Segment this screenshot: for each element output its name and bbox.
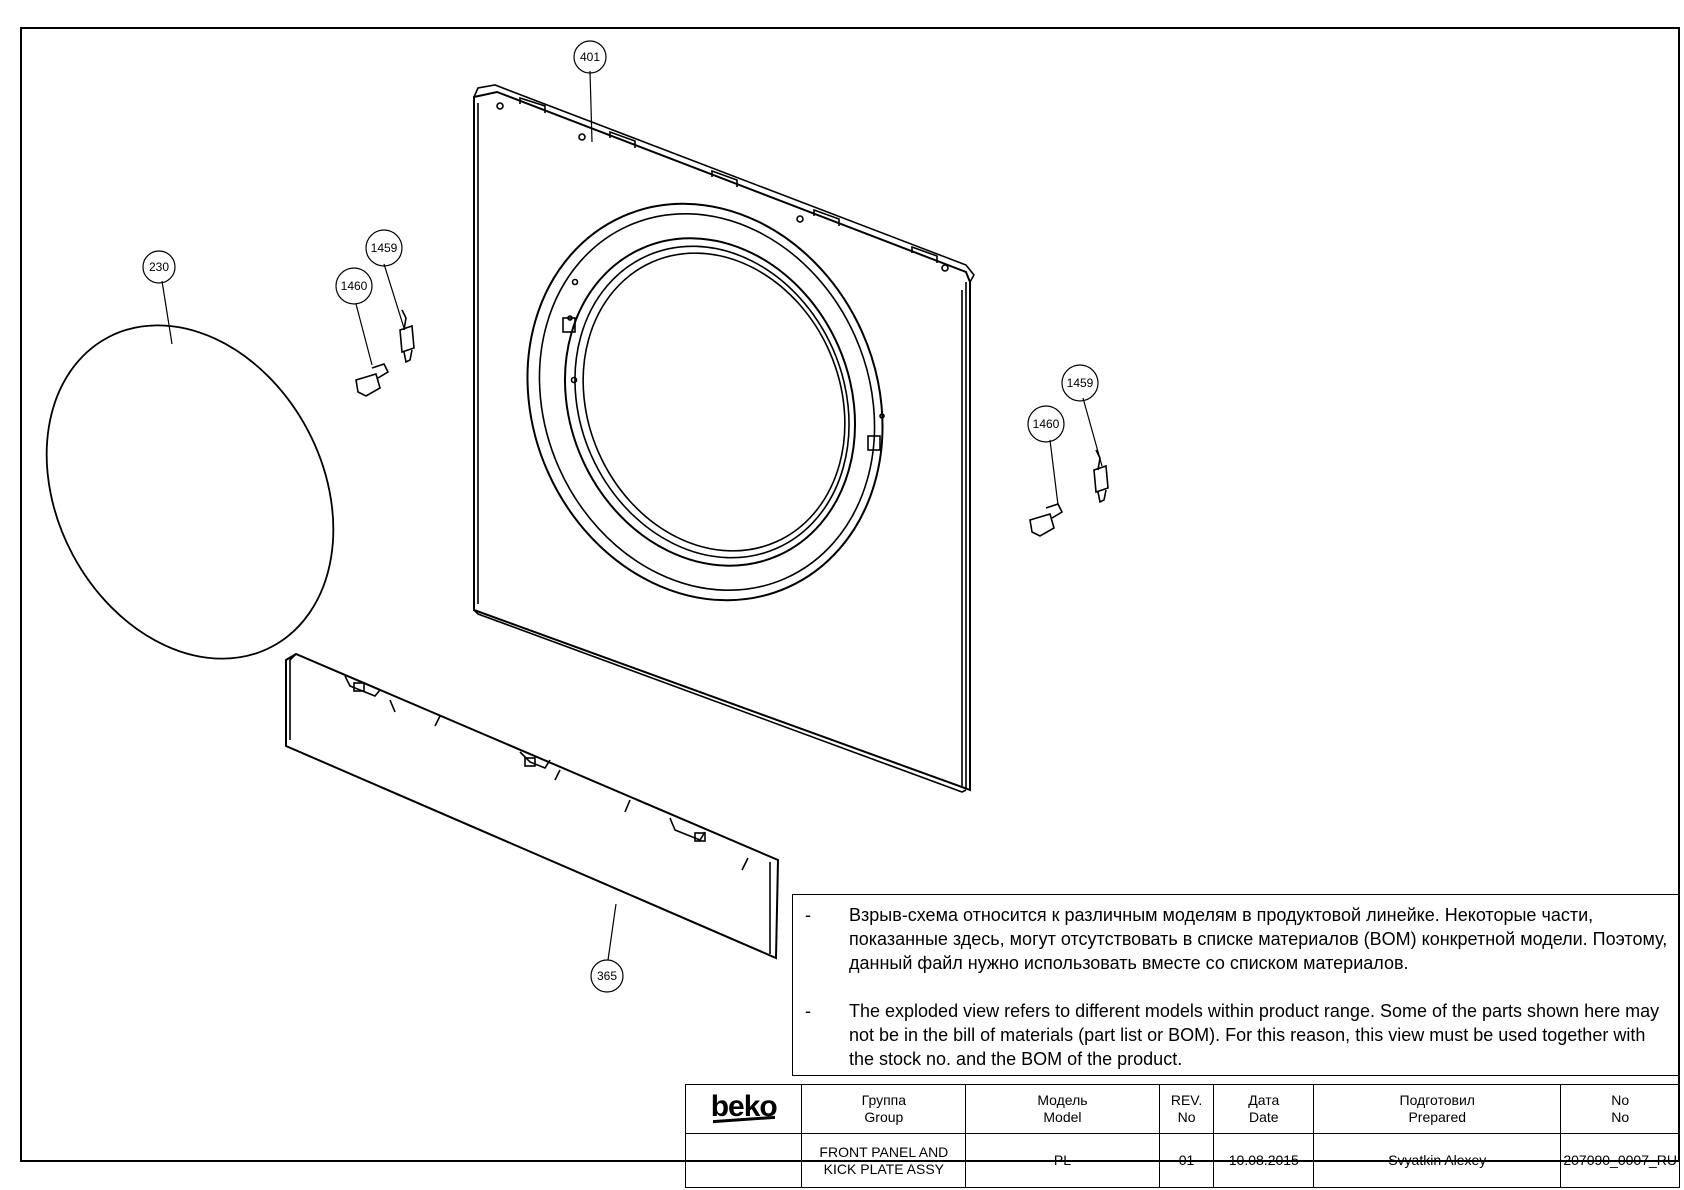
front-panel-part [473, 84, 975, 793]
logo-cell-empty [684, 1133, 803, 1188]
callout-1459-left: 1459 [371, 241, 398, 255]
doc-number-value: 207090_0007_RU [1560, 1133, 1680, 1188]
callout-1459-right: 1459 [1067, 376, 1094, 390]
latch-part-left [355, 363, 390, 397]
kick-plate-part [285, 652, 780, 960]
hinge-part-left [399, 309, 415, 364]
callout-365: 365 [597, 969, 617, 983]
note-text: Взрыв-схема относится к различным моделя… [849, 905, 1668, 973]
logo-cell: beko [684, 1084, 803, 1134]
rev-header: REV.No [1158, 1084, 1215, 1134]
latch-part-right [1029, 503, 1064, 537]
model-value: PL [965, 1133, 1160, 1188]
date-value: 10.08.2015 [1213, 1133, 1315, 1188]
prepared-value: Svyatkin Alexey [1313, 1133, 1562, 1188]
rev-value: 01 [1158, 1133, 1215, 1188]
hinge-part-right [1093, 449, 1109, 504]
callout-1460-left: 1460 [341, 279, 368, 293]
callout-1460-right: 1460 [1033, 417, 1060, 431]
callout-230: 230 [149, 260, 169, 274]
note-dash: - [805, 905, 811, 925]
note-russian: - Взрыв-схема относится к различным моде… [805, 903, 1670, 975]
note-text: The exploded view refers to different mo… [849, 1001, 1660, 1069]
note-dash: - [805, 1001, 811, 1021]
door-glass-part [45, 324, 335, 660]
note-english: - The exploded view refers to different … [805, 999, 1670, 1071]
callout-401: 401 [580, 50, 600, 64]
beko-logo: beko [710, 1090, 778, 1124]
notes-box: - Взрыв-схема относится к различным моде… [792, 894, 1680, 1076]
